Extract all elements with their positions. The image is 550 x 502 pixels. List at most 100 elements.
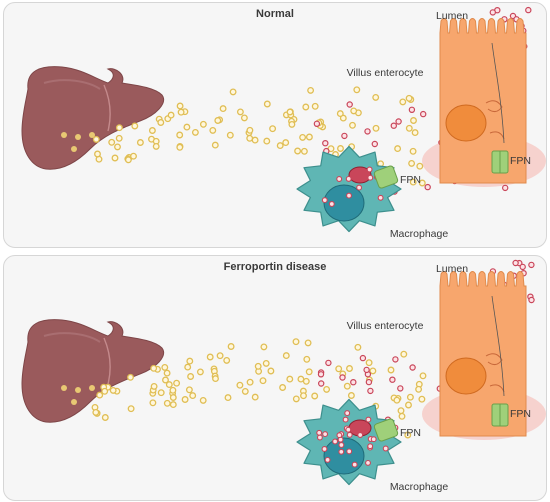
enterocyte-nucleus bbox=[445, 357, 487, 395]
transferrin-iron-dot bbox=[127, 405, 135, 413]
enterocyte-fpn-label: FPN bbox=[510, 408, 531, 420]
transferrin-iron-dot bbox=[206, 353, 214, 361]
liver-lobe-line bbox=[103, 84, 111, 132]
enterocyte-fpn-label: FPN bbox=[510, 155, 531, 167]
transferrin-iron-dot bbox=[405, 94, 413, 102]
transferrin-iron-dot bbox=[409, 178, 417, 186]
transferrin-iron-dot bbox=[150, 364, 158, 372]
transferrin-iron-dot bbox=[365, 359, 373, 367]
transferrin-iron-dot bbox=[211, 141, 219, 149]
transferrin-iron-dot bbox=[406, 393, 414, 401]
liver-shape bbox=[21, 66, 164, 170]
macrophage-fpn-label: FPN bbox=[400, 427, 421, 439]
ferric-iron-dot bbox=[389, 376, 396, 383]
panel-title: Ferroportin disease bbox=[224, 261, 327, 273]
transferrin-iron-dot bbox=[336, 110, 344, 118]
macrophage-iron-dot bbox=[344, 410, 351, 417]
transferrin-iron-dot bbox=[372, 93, 380, 101]
macrophage-iron-dot bbox=[321, 197, 328, 204]
transferrin-iron-dot bbox=[259, 377, 267, 385]
macrophage-iron-dot bbox=[377, 194, 384, 201]
macrophage-iron-dot bbox=[322, 431, 329, 438]
transferrin-iron-dot bbox=[323, 385, 331, 393]
ferric-iron-dot bbox=[363, 366, 370, 374]
ferric-iron-dot bbox=[322, 139, 329, 147]
ferric-iron-dot bbox=[318, 380, 325, 387]
liver-highlight bbox=[43, 79, 101, 90]
macrophage bbox=[296, 145, 402, 233]
macrophage-iron-dot bbox=[316, 429, 323, 436]
transferrin-iron-dot bbox=[399, 98, 407, 106]
macrophage-iron-dot bbox=[382, 445, 389, 452]
ferric-iron-dot bbox=[397, 385, 404, 392]
transferrin-iron-dot bbox=[186, 357, 194, 365]
macrophage-iron-dot bbox=[332, 438, 339, 445]
liver bbox=[21, 319, 164, 423]
transferrin-iron-dot bbox=[229, 88, 237, 96]
transferrin-iron-dot bbox=[311, 392, 319, 400]
transferrin-iron-dot bbox=[292, 395, 300, 403]
enterocyte-body bbox=[439, 271, 527, 437]
macrophage-iron-dot bbox=[366, 166, 373, 173]
transferrin-iron-dot bbox=[263, 100, 271, 108]
liver-iron-dot bbox=[61, 132, 67, 138]
transferrin-iron-dot bbox=[263, 137, 271, 145]
enterocyte-label: Villus enterocyte bbox=[347, 67, 424, 79]
transferrin-iron-dot bbox=[108, 138, 116, 146]
transferrin-iron-dot bbox=[246, 126, 254, 134]
transferrin-iron-dot bbox=[246, 134, 254, 142]
transferrin-iron-dot bbox=[111, 154, 119, 162]
transferrin-iron-dot bbox=[199, 396, 207, 404]
transferrin-iron-dot bbox=[199, 120, 207, 128]
liver-iron-dot bbox=[75, 134, 81, 140]
ferric-iron-dot bbox=[364, 128, 371, 135]
macrophage-iron-dot bbox=[370, 436, 377, 443]
transferrin-iron-dot bbox=[305, 133, 313, 141]
transferrin-iron-dot bbox=[115, 134, 123, 142]
transferrin-iron-dot bbox=[411, 129, 419, 137]
transferrin-iron-dot bbox=[286, 108, 294, 116]
transferrin-iron-dot bbox=[307, 86, 315, 94]
enterocyte-label: Villus enterocyte bbox=[347, 320, 424, 332]
transferrin-iron-dot bbox=[292, 338, 300, 346]
transferrin-iron-dot bbox=[94, 150, 101, 158]
transferrin-iron-dot bbox=[226, 131, 234, 139]
transferrin-iron-dot bbox=[269, 125, 277, 133]
transferrin-iron-dot bbox=[148, 127, 156, 134]
liver bbox=[21, 66, 164, 170]
transferrin-iron-dot bbox=[127, 373, 134, 381]
transferrin-iron-dot bbox=[152, 142, 160, 150]
transferrin-iron-dot bbox=[251, 393, 259, 401]
transferrin-iron-dot bbox=[115, 124, 123, 132]
transferrin-iron-dot bbox=[398, 412, 406, 420]
macrophage-iron-dot bbox=[365, 459, 371, 466]
transferrin-iron-dot bbox=[369, 367, 377, 375]
villus-enterocyte bbox=[439, 271, 527, 437]
enterocyte-nucleus bbox=[445, 104, 487, 142]
transferrin-iron-dot bbox=[354, 343, 362, 351]
transferrin-iron-dot bbox=[101, 414, 109, 421]
transferrin-iron-dot bbox=[189, 392, 197, 400]
liver-iron-dot bbox=[61, 385, 67, 391]
lumen-iron-dot bbox=[528, 296, 535, 304]
transferrin-iron-dot bbox=[294, 147, 302, 155]
transferrin-iron-dot bbox=[176, 131, 184, 139]
transferrin-iron-dot bbox=[262, 359, 270, 367]
transferrin-iron-dot bbox=[394, 145, 402, 153]
macrophage-fpn-channel bbox=[373, 165, 399, 189]
transferrin-iron-dot bbox=[409, 147, 417, 155]
ferric-iron-dot bbox=[339, 374, 346, 381]
transferrin-iron-dot bbox=[346, 365, 353, 372]
transferrin-iron-stream bbox=[92, 86, 426, 187]
transferrin-iron-dot bbox=[305, 368, 313, 376]
transferrin-iron-dot bbox=[415, 385, 423, 393]
macrophage-label: Macrophage bbox=[390, 228, 449, 240]
transferrin-iron-dot bbox=[101, 387, 109, 395]
macrophage-iron-dot bbox=[346, 448, 353, 455]
transferrin-iron-dot bbox=[209, 126, 217, 134]
transferrin-iron-dot bbox=[302, 103, 310, 111]
liver-iron-dot bbox=[89, 385, 95, 391]
ferric-iron-dot bbox=[392, 356, 399, 363]
transferrin-iron-dot bbox=[176, 102, 184, 110]
